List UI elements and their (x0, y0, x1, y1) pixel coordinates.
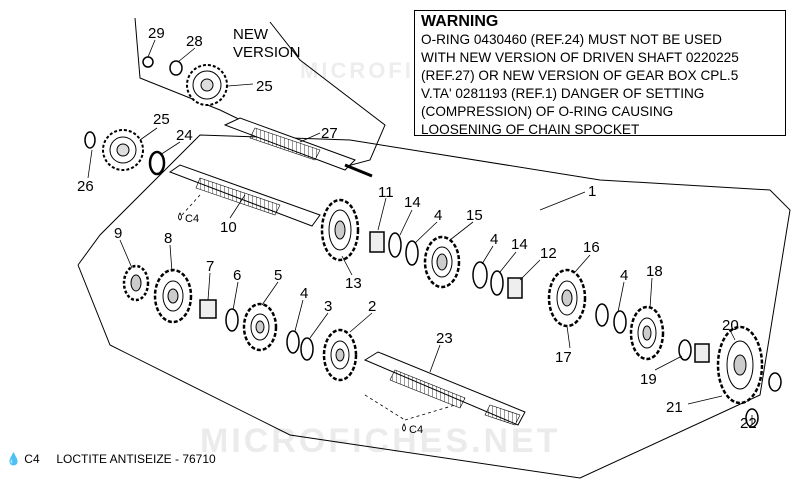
callout-28: 28 (186, 33, 203, 50)
c4-mark-1: C4 (185, 213, 199, 225)
new-version-label: NEW VERSION (233, 26, 301, 62)
gear-13 (320, 198, 360, 262)
gear-9 (122, 264, 150, 302)
gear-15 (423, 235, 461, 289)
driven-shaft-new-version (223, 117, 373, 178)
callout-13: 13 (345, 275, 362, 292)
callout-14-a: 14 (404, 194, 421, 211)
legend-footer: 💧 C4 LOCTITE ANTISEIZE - 76710 (6, 452, 216, 466)
drop-icon: 💧 (6, 452, 21, 466)
callout-9: 9 (114, 225, 122, 242)
callout-21: 21 (666, 399, 683, 416)
callout-29: 29 (148, 25, 165, 42)
gear-8 (153, 268, 193, 324)
warning-title: WARNING (421, 13, 499, 30)
callout-10: 10 (220, 219, 237, 236)
callout-20: 20 (722, 317, 739, 334)
callout-5: 5 (274, 267, 282, 284)
callout-25-new: 25 (256, 78, 273, 95)
callout-25: 25 (153, 111, 170, 128)
callout-14-b: 14 (511, 236, 528, 253)
callout-7: 7 (206, 258, 214, 275)
callout-22: 22 (740, 415, 757, 432)
gear-16 (547, 268, 587, 328)
c4-mark-2: C4 (409, 424, 423, 436)
watermark-bottom: MICROFICHES.NET (200, 422, 561, 460)
main-shaft (363, 351, 526, 426)
warning-line: (REF.27) OR NEW VERSION OF GEAR BOX CPL.… (421, 68, 739, 83)
new-version-line1: NEW (233, 26, 268, 43)
callout-3: 3 (324, 298, 332, 315)
gears (102, 64, 764, 405)
callout-16: 16 (583, 239, 600, 256)
gear-sprocket (102, 129, 144, 171)
warning-line: O-RING 0430460 (REF.24) MUST NOT BE USED (421, 32, 722, 47)
callout-6: 6 (233, 267, 241, 284)
callout-27: 27 (321, 125, 338, 142)
callout-12: 12 (540, 245, 557, 262)
warning-box: WARNING O-RING 0430460 (REF.24) MUST NOT… (414, 10, 786, 137)
gear-sprocket-new (186, 64, 228, 106)
legend-text: LOCTITE ANTISEIZE - 76710 (56, 452, 216, 466)
callout-numbers: 29 28 25 27 25 24 26 10 1 11 14 4 15 4 1… (77, 25, 757, 432)
callout-4-c: 4 (620, 267, 628, 284)
rings-and-bushings (84, 56, 782, 428)
callout-11: 11 (378, 184, 394, 201)
warning-line: WITH NEW VERSION OF DRIVEN SHAFT 0220225 (421, 50, 739, 65)
callout-2: 2 (368, 298, 376, 315)
callout-4-a: 4 (434, 207, 442, 224)
gear-20 (716, 325, 764, 405)
gear-5 (242, 302, 278, 352)
callout-4-b: 4 (490, 231, 498, 248)
callout-8: 8 (164, 230, 172, 247)
callout-18: 18 (646, 263, 663, 280)
callout-19: 19 (640, 371, 657, 388)
callout-17: 17 (555, 349, 572, 366)
warning-line: V.TA' 0281193 (REF.1) DANGER OF SETTING (421, 86, 705, 101)
warning-line: (COMPRESSION) OF O-RING CAUSING (421, 104, 674, 119)
assembly-outline (77, 17, 791, 479)
callout-1: 1 (588, 183, 596, 200)
loctite-marks: C4 C4 (178, 212, 423, 436)
warning-line: LOOSENING OF CHAIN SPOCKET (421, 122, 640, 137)
gear-18 (629, 305, 665, 361)
callout-15: 15 (466, 207, 483, 224)
leader-lines (87, 39, 753, 425)
callout-26: 26 (77, 178, 94, 195)
gear-2 (322, 328, 358, 382)
new-version-line2: VERSION (233, 44, 301, 61)
drop-icon (178, 212, 182, 221)
callout-23: 23 (436, 330, 453, 347)
legend-symbol: C4 (24, 452, 40, 466)
drop-icon (402, 423, 406, 432)
dashed-guides (181, 194, 456, 421)
callout-4-d: 4 (300, 285, 308, 302)
callout-24: 24 (176, 127, 193, 144)
